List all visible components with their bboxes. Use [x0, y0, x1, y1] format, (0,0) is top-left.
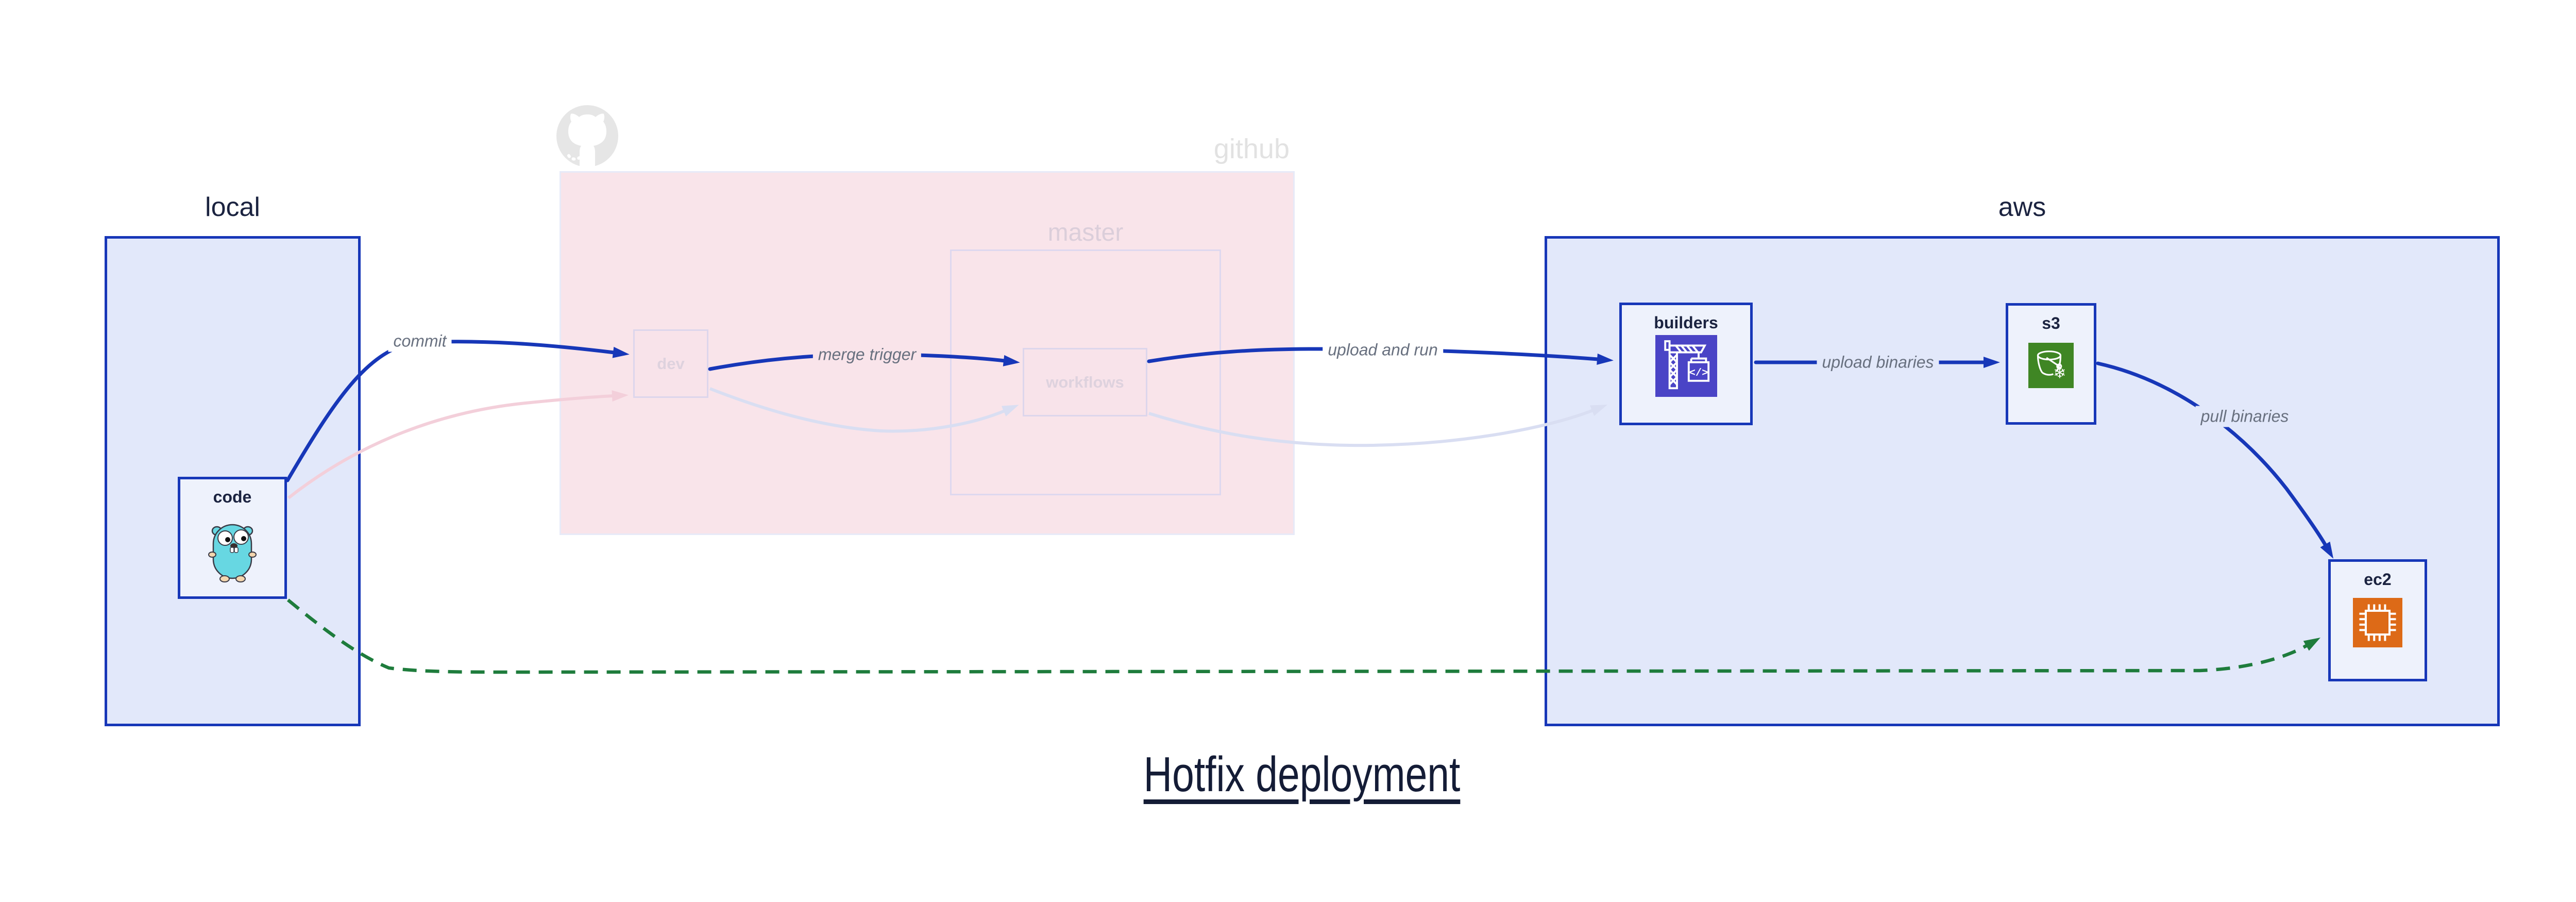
svg-text:❄: ❄ [2053, 364, 2066, 382]
github-octocat-icon [556, 105, 618, 167]
workflows-label: workflows [1046, 373, 1124, 391]
aws-group-label: aws [1998, 192, 2046, 222]
ec2-chip-icon [2353, 598, 2402, 647]
node-s3: s3 ❄ [2006, 303, 2096, 425]
ec2-label: ec2 [2364, 570, 2392, 589]
diagram-title: Hotfix deployment [1143, 747, 1461, 802]
node-code: code [178, 477, 287, 599]
svg-text:</>: </> [1689, 368, 1708, 379]
builders-label: builders [1654, 313, 1718, 332]
group-master-branch [950, 249, 1221, 495]
master-branch-label: master [1047, 219, 1124, 246]
s3-glacier-bucket-icon: ❄ [2028, 343, 2074, 388]
s3-label: s3 [2042, 314, 2060, 332]
edge-label-upload-binaries: upload binaries [1817, 352, 1939, 373]
edge-label-pull-binaries: pull binaries [2195, 406, 2294, 427]
node-builders: builders </> [1619, 303, 1753, 425]
code-label: code [213, 488, 252, 506]
dev-label: dev [657, 354, 685, 373]
github-group-label: github [1213, 133, 1290, 164]
node-dev: dev [633, 329, 708, 398]
edge-label-merge-trigger: merge trigger [812, 344, 922, 365]
local-group-label: local [205, 192, 260, 222]
node-workflows: workflows [1023, 348, 1147, 416]
edge-label-upload-and-run: upload and run [1323, 339, 1443, 361]
node-ec2: ec2 [2328, 559, 2427, 681]
edge-label-commit: commit [388, 330, 452, 352]
go-gopher-icon [208, 524, 257, 582]
codebuild-crane-icon: </> [1655, 335, 1717, 397]
